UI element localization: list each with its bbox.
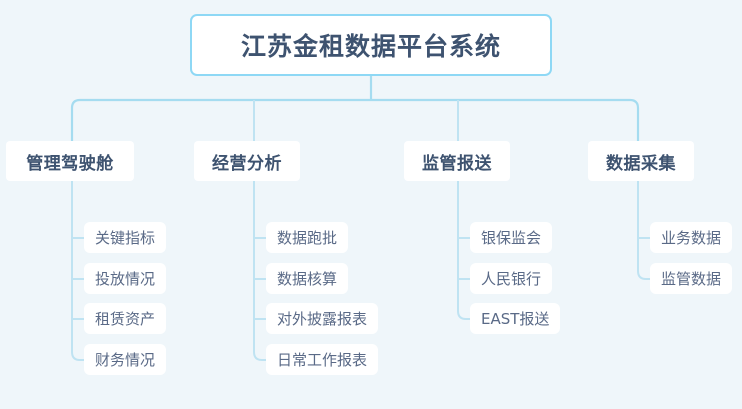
spine-col-3 [457, 181, 470, 320]
leaf-node-pboc[interactable]: 人民银行 [470, 263, 553, 294]
leaf-node-leased-assets[interactable]: 租赁资产 [84, 303, 167, 334]
leaf-node-key-indicators[interactable]: 关键指标 [84, 222, 167, 253]
branch-node-regulatory-reporting[interactable]: 监管报送 [404, 141, 510, 181]
leaf-node-financial-status[interactable]: 财务情况 [84, 344, 167, 375]
leaf-node-daily-work-report[interactable]: 日常工作报表 [266, 344, 379, 375]
spine-col-4 [637, 181, 650, 280]
root-node[interactable]: 江苏金租数据平台系统 [190, 14, 552, 76]
branch-node-business-analysis[interactable]: 经营分析 [194, 141, 300, 181]
branch-node-management-cockpit[interactable]: 管理驾驶舱 [6, 141, 134, 181]
leaf-node-east-reporting[interactable]: EAST报送 [470, 303, 561, 334]
leaf-node-data-batch-run[interactable]: 数据跑批 [266, 222, 349, 253]
leaf-node-business-data[interactable]: 业务数据 [650, 222, 733, 253]
branch-node-data-collection[interactable]: 数据采集 [588, 141, 694, 181]
leaf-node-cbirc[interactable]: 银保监会 [470, 222, 553, 253]
leaf-node-regulatory-data[interactable]: 监管数据 [650, 263, 733, 294]
leaf-node-placement-status[interactable]: 投放情况 [84, 263, 167, 294]
spine-col-1 [71, 181, 84, 361]
leaf-node-data-accounting[interactable]: 数据核算 [266, 263, 349, 294]
leaf-node-external-disclosure-report[interactable]: 对外披露报表 [266, 303, 379, 334]
spine-col-2 [253, 181, 266, 361]
branch-bus-connector [70, 98, 640, 142]
